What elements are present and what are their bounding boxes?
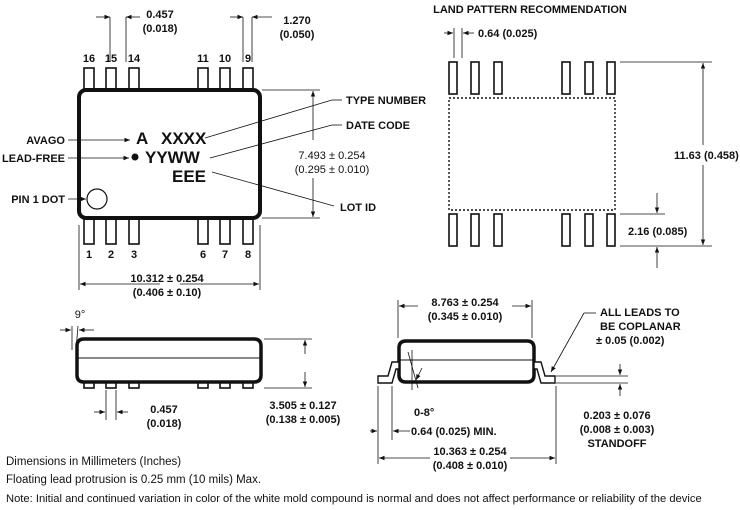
land-pattern-title: LAND PATTERN RECOMMENDATION xyxy=(433,4,627,16)
end-overall-label-in: (0.408 ± 0.010) xyxy=(433,460,508,472)
foot-label: 0.64 (0.025) MIN. xyxy=(411,426,497,438)
standoff-label-in: (0.008 ± 0.003) xyxy=(580,424,655,436)
width-label: 10.312 ± 0.254 xyxy=(130,273,204,285)
pin-number: 15 xyxy=(105,53,117,65)
end-body-label: 8.763 ± 0.254 xyxy=(431,297,499,309)
pitch-label-in: (0.018) xyxy=(143,23,178,35)
pin-number: 7 xyxy=(222,249,228,261)
note-units: Dimensions in Millimeters (Inches) xyxy=(6,456,182,468)
coplanar-line3: ± 0.05 (0.002) xyxy=(596,335,665,347)
callout-lot-id: LOT ID xyxy=(340,202,376,214)
callout-type-number: TYPE NUMBER xyxy=(346,95,426,107)
row-spacing-label: 1.270 xyxy=(283,15,311,27)
side-angle-label: 9° xyxy=(75,309,86,321)
row-spacing-label-in: (0.050) xyxy=(280,29,315,41)
end-body-label-in: (0.345 ± 0.010) xyxy=(428,311,503,323)
pin-number: 10 xyxy=(219,53,231,65)
side-lead-label: 0.457 xyxy=(150,404,178,416)
end-view: 8.763 ± 0.254 (0.345 ± 0.010) ALL LEADS … xyxy=(370,297,681,472)
width-label-in: (0.406 ± 0.10) xyxy=(133,287,202,299)
pin-number: 16 xyxy=(83,53,95,65)
standoff-label: 0.203 ± 0.076 xyxy=(583,410,650,422)
marking-lot-id: EEE xyxy=(172,167,206,186)
pin-number: 8 xyxy=(245,249,251,261)
pin1-dot xyxy=(86,188,108,210)
pad-length-label: 2.16 (0.085) xyxy=(628,226,688,238)
end-overall-label: 10.363 ± 0.254 xyxy=(433,446,507,458)
overall-label: 11.63 (0.458) xyxy=(674,150,739,162)
top-view: 0.457 (0.018) 1.270 (0.050) 16 15 14 11 … xyxy=(2,9,426,299)
callout-avago: AVAGO xyxy=(26,135,65,147)
marking-date-code: YYWW xyxy=(145,148,201,167)
height-label-in: (0.295 ± 0.010) xyxy=(295,164,370,176)
note-protrusion: Floating lead protrusion is 0.25 mm (10 … xyxy=(6,474,262,486)
pin-number: 2 xyxy=(108,249,114,261)
land-pattern: LAND PATTERN RECOMMENDATION 0.64 (0.025)… xyxy=(433,4,739,268)
coplanar-line1: ALL LEADS TO xyxy=(600,307,680,319)
side-height-label-in: (0.138 ± 0.005) xyxy=(266,414,341,426)
side-view: 9° 0.457 (0.018) 3.505 ± 0.127 (0.138 ± … xyxy=(60,309,341,430)
pin-number: 14 xyxy=(128,53,141,65)
pin-number: 6 xyxy=(200,249,206,261)
pin-number: 3 xyxy=(131,249,137,261)
height-label: 7.493 ± 0.254 xyxy=(298,150,365,162)
marking-prefix: A xyxy=(136,129,148,148)
marking-type-number: XXXX xyxy=(161,129,207,148)
pad-width-label: 0.64 (0.025) xyxy=(478,28,538,40)
side-height-label: 3.505 ± 0.127 xyxy=(269,400,336,412)
lead-free-dot xyxy=(131,153,139,161)
pitch-label: 0.457 xyxy=(146,9,174,21)
side-lead-label-in: (0.018) xyxy=(147,418,182,430)
callout-leadfree: LEAD-FREE xyxy=(2,153,65,165)
coplanar-line2: BE COPLANAR xyxy=(600,321,681,333)
pin-number: 1 xyxy=(86,249,92,261)
callout-date-code: DATE CODE xyxy=(346,120,410,132)
note-mold: Note: Initial and continued variation in… xyxy=(6,493,702,505)
callout-pin1: PIN 1 DOT xyxy=(11,194,65,206)
pin-number: 9 xyxy=(245,53,251,65)
standoff-word: STANDOFF xyxy=(587,438,646,450)
end-angle-label: 0-8° xyxy=(414,407,434,419)
pin-number: 11 xyxy=(197,53,209,65)
